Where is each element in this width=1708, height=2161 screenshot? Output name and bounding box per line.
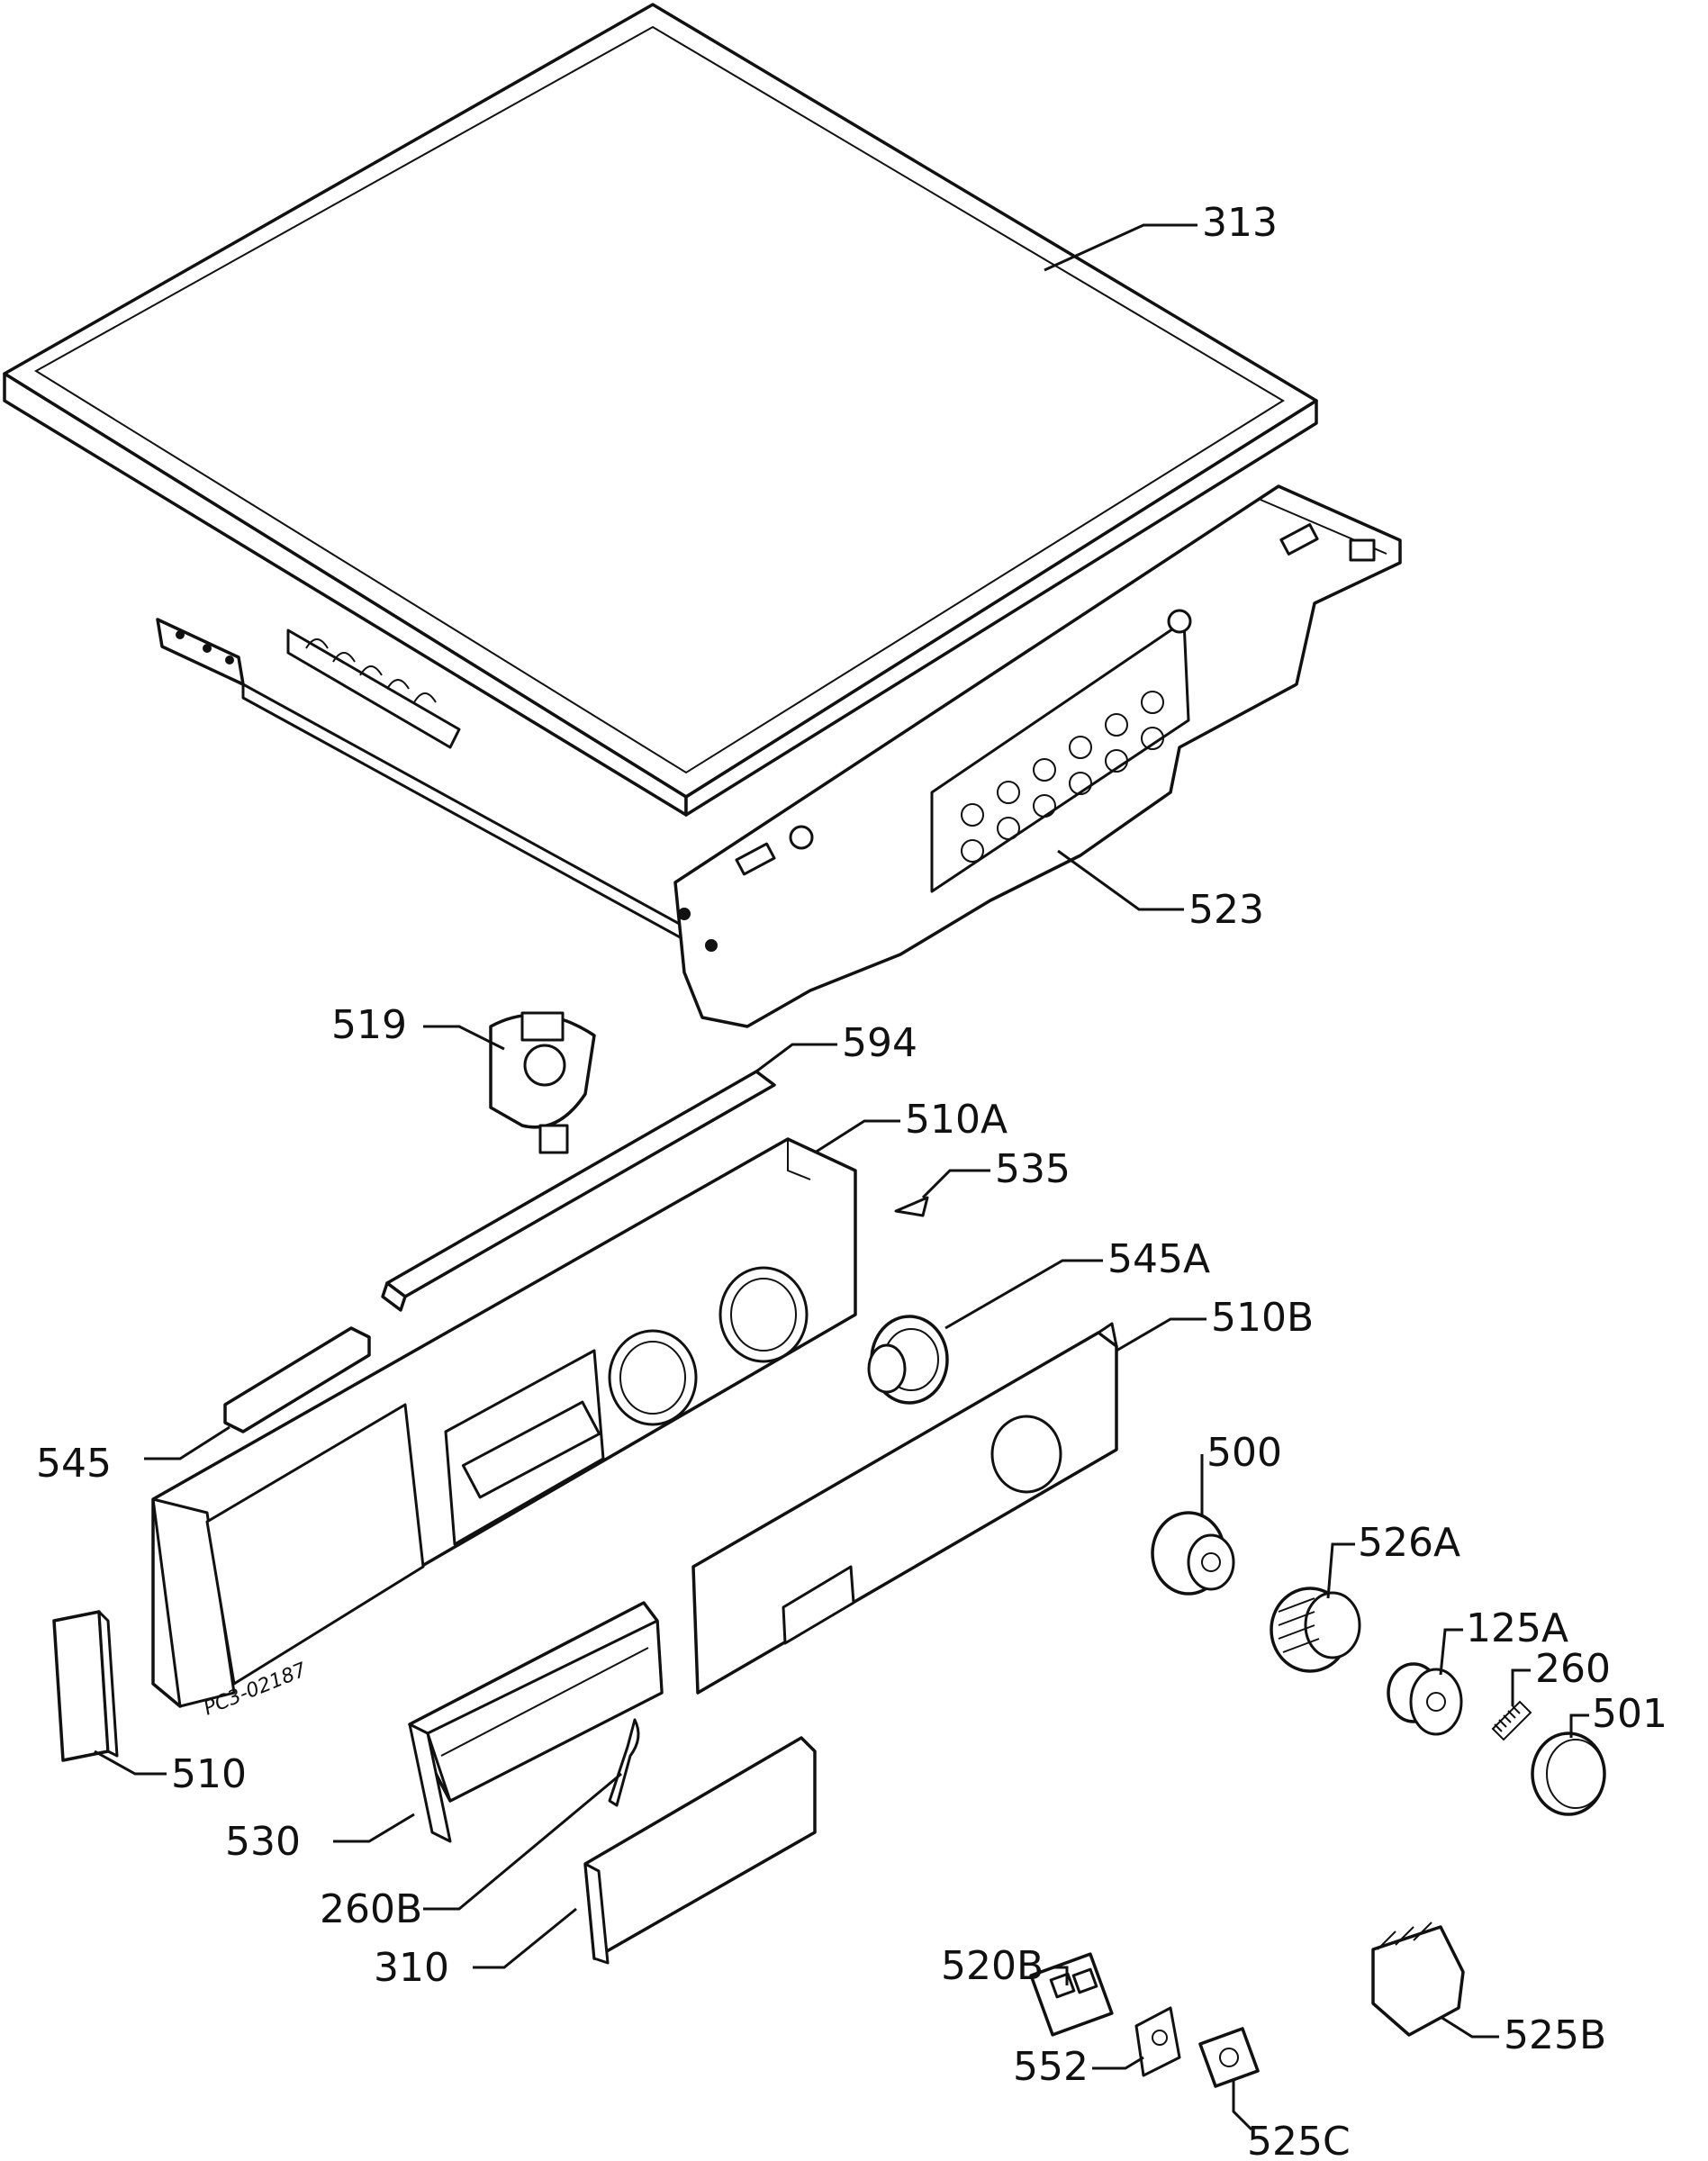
label-313: 313 — [1202, 200, 1278, 246]
part-125A-gear — [1387, 1662, 1463, 1736]
label-520B: 520B — [941, 1943, 1044, 1989]
part-545A-knob-insert — [867, 1315, 949, 1405]
part-260-spring — [1491, 1700, 1532, 1741]
label-535: 535 — [995, 1146, 1071, 1192]
part-523-control-frame — [156, 484, 1402, 1028]
part-500-knob — [1151, 1511, 1235, 1596]
label-260B: 260B — [320, 1886, 422, 1932]
label-552: 552 — [1013, 2044, 1089, 2090]
part-310-panel-lid — [583, 1736, 817, 1965]
label-523: 523 — [1188, 887, 1264, 933]
part-510B-front-panel — [691, 1322, 1118, 1695]
label-260: 260 — [1535, 1646, 1611, 1692]
part-525C-connector — [1198, 2027, 1260, 2088]
label-525C: 525C — [1247, 2119, 1351, 2161]
label-125A: 125A — [1466, 1605, 1568, 1651]
label-519: 519 — [331, 1002, 407, 1048]
label-545A: 545A — [1107, 1236, 1210, 1282]
label-510B: 510B — [1211, 1295, 1314, 1341]
label-594: 594 — [842, 1020, 917, 1066]
part-260B-lever — [608, 1718, 640, 1807]
part-501-cap — [1531, 1732, 1606, 1816]
label-510A: 510A — [905, 1097, 1008, 1143]
part-510A-control-panel: PC3-02187 — [151, 1137, 857, 1721]
label-530: 530 — [225, 1819, 301, 1865]
part-525B-connector — [1371, 1921, 1465, 2037]
part-313-top-cover — [3, 3, 1318, 817]
label-525B: 525B — [1504, 2012, 1606, 2058]
part-labels: 313 523 519 594 510A 535 545A 510B 545 5… — [36, 200, 1667, 2161]
part-535-clip — [894, 1196, 929, 1217]
label-526A: 526A — [1358, 1520, 1460, 1566]
part-545-block — [223, 1326, 371, 1433]
label-510: 510 — [171, 1751, 247, 1797]
leader-lines — [94, 223, 1589, 2131]
part-519-bracket — [489, 1011, 596, 1154]
label-500: 500 — [1206, 1430, 1282, 1476]
part-594-strip — [381, 1070, 776, 1312]
label-545: 545 — [36, 1441, 112, 1487]
part-526A-gear-knob — [1270, 1587, 1361, 1673]
part-552-clip — [1134, 2006, 1181, 2077]
part-510-end-cap — [52, 1610, 119, 1762]
label-310: 310 — [374, 1945, 449, 1991]
label-501: 501 — [1592, 1691, 1667, 1737]
part-530-drawer — [408, 1601, 664, 1843]
